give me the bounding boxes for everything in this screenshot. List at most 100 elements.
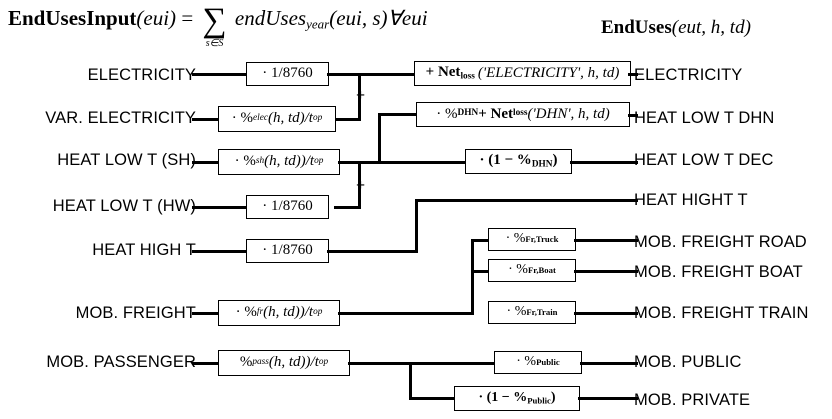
pass-dot: % bbox=[239, 354, 253, 370]
input-label-mob-passenger: MOB. PASSENGER bbox=[46, 353, 196, 371]
dhn-mid: + Net bbox=[478, 105, 513, 122]
var-elec-sub: elec bbox=[252, 112, 268, 123]
wire-hw-join bbox=[334, 206, 361, 209]
wire-mob-freight-in bbox=[192, 312, 220, 315]
wire-heat-high-riser bbox=[415, 199, 418, 253]
sh-rest-sub: op bbox=[314, 155, 324, 166]
net-loss-elec-arg: ('ELECTRICITY', h, td) bbox=[477, 64, 620, 81]
input-label-var-electricity: VAR. ELECTRICITY bbox=[45, 109, 196, 127]
wire-var-elec-join bbox=[334, 118, 361, 121]
wire-truck-out bbox=[574, 239, 638, 242]
fr-truck-text: · % bbox=[505, 231, 526, 246]
left-formula-name: EndUsesInput bbox=[8, 6, 137, 30]
input-label-heat-low-t-sh: HEAT LOW T (SH) bbox=[57, 151, 196, 169]
left-formula-term-sub: year bbox=[306, 16, 330, 32]
wire-electricity-mid bbox=[327, 73, 416, 76]
pass-sub: pass bbox=[252, 356, 269, 367]
wire-var-elec-riser bbox=[358, 73, 361, 121]
output-label-mob-freight-road: MOB. FREIGHT ROAD bbox=[634, 233, 807, 251]
private-text: · (1 − % bbox=[478, 389, 528, 405]
net-loss-elec-sub: loss bbox=[460, 71, 475, 82]
input-label-heat-high-t: HEAT HIGH T bbox=[92, 241, 196, 259]
fr-rest-sub: op bbox=[313, 306, 323, 317]
output-label-heat-low-t-dec: HEAT LOW T DEC bbox=[634, 151, 774, 169]
private-sub: Public bbox=[527, 395, 551, 406]
output-label-mob-freight-boat: MOB. FREIGHT BOAT bbox=[634, 263, 803, 281]
public-text: · % bbox=[516, 354, 537, 369]
box-dhn-complement: · (1 − %DHN) bbox=[465, 149, 572, 174]
wire-freight-riser bbox=[471, 239, 474, 315]
box-net-loss-electricity: + Netloss('ELECTRICITY', h, td) bbox=[414, 61, 631, 86]
fr-rest: (h, td))/t bbox=[263, 304, 314, 320]
box-hw-hours-text: · 1/8760 bbox=[262, 198, 313, 214]
box-hw-hours: · 1/8760 bbox=[246, 195, 329, 219]
sh-dot: · % bbox=[234, 153, 256, 169]
left-formula-term: endUses bbox=[234, 6, 307, 30]
fr-dot: · % bbox=[235, 304, 257, 320]
sh-sub: sh bbox=[255, 155, 265, 166]
fr-boat-text: · % bbox=[508, 262, 528, 277]
output-label-heat-low-t-dhn: HEAT LOW T DHN bbox=[634, 109, 775, 127]
fr-truck-sub: Fr,Truck bbox=[525, 233, 559, 244]
wire-mob-passenger-in bbox=[192, 362, 220, 365]
box-high-t-hours: · 1/8760 bbox=[246, 239, 329, 263]
wire-heat-high-mid bbox=[327, 250, 418, 253]
dec-sub: DHN bbox=[531, 159, 553, 170]
input-label-electricity: ELECTRICITY bbox=[87, 66, 196, 84]
fr-sub: fr bbox=[256, 306, 264, 317]
wire-freight-bus bbox=[338, 312, 474, 315]
wire-hw-riser bbox=[358, 161, 361, 209]
sigma-subscript: s∈S bbox=[205, 38, 224, 50]
sigma-glyph: ∑ bbox=[202, 2, 227, 40]
private-tail: ) bbox=[550, 389, 556, 405]
box-private-share: · (1 − %Public) bbox=[454, 386, 580, 411]
output-label-electricity: ELECTRICITY bbox=[634, 66, 743, 84]
wire-freight-branch-truck bbox=[471, 239, 491, 242]
dec-tail: ) bbox=[552, 151, 558, 168]
dec-text: · (1 − % bbox=[479, 151, 532, 168]
wire-heat-high-in bbox=[192, 250, 248, 253]
pass-rest: (h, td))/t bbox=[268, 354, 319, 370]
wire-train-out bbox=[574, 312, 638, 315]
pass-rest-sub: op bbox=[318, 356, 329, 367]
public-sub: Public bbox=[536, 356, 560, 367]
wire-private-out bbox=[578, 397, 638, 400]
left-formula-forall: ∀eui bbox=[387, 6, 428, 30]
var-elec-rest-sub: op bbox=[312, 112, 323, 123]
wire-heat-low-dhn-riser bbox=[378, 113, 381, 164]
wire-electricity-out bbox=[628, 73, 638, 76]
wire-passenger-bus bbox=[348, 362, 496, 365]
fr-train-text: · % bbox=[506, 304, 527, 319]
wire-dec-out bbox=[570, 161, 638, 164]
wire-boat-out bbox=[574, 270, 638, 273]
dhn-arg: ('DHN', h, td) bbox=[527, 105, 610, 122]
net-loss-elec-lead: + Net bbox=[425, 63, 461, 80]
dhn-lead: · % bbox=[436, 105, 458, 122]
output-label-mob-public: MOB. PUBLIC bbox=[634, 353, 742, 371]
left-formula-term-arg: (eui, s) bbox=[329, 6, 388, 30]
wire-private-branch bbox=[409, 397, 457, 400]
box-freight-truck-share: · %Fr,Truck bbox=[488, 228, 576, 251]
summation-symbol: ∑ s∈S bbox=[202, 4, 226, 49]
wire-var-electricity-in bbox=[192, 118, 220, 121]
output-label-mob-freight-train: MOB. FREIGHT TRAIN bbox=[634, 304, 809, 322]
box-public-share: · %Public bbox=[494, 351, 582, 374]
sh-rest: (h, td))/t bbox=[264, 153, 315, 169]
right-formula-arg: (eut, h, td) bbox=[671, 17, 751, 38]
box-electricity-hours-text: · 1/8760 bbox=[262, 65, 313, 81]
fr-train-sub: Fr,Train bbox=[526, 306, 558, 317]
wire-public-out bbox=[580, 362, 638, 365]
var-elec-dot: · % bbox=[231, 110, 253, 126]
wire-passenger-drop bbox=[409, 362, 412, 400]
output-label-heat-hight-t: HEAT HIGHT T bbox=[634, 191, 748, 209]
output-label-mob-private: MOB. PRIVATE bbox=[634, 391, 751, 409]
wire-heat-low-bus bbox=[338, 161, 483, 164]
left-formula-arg: (eui) bbox=[136, 6, 177, 30]
left-formula-equals: = bbox=[181, 6, 194, 30]
